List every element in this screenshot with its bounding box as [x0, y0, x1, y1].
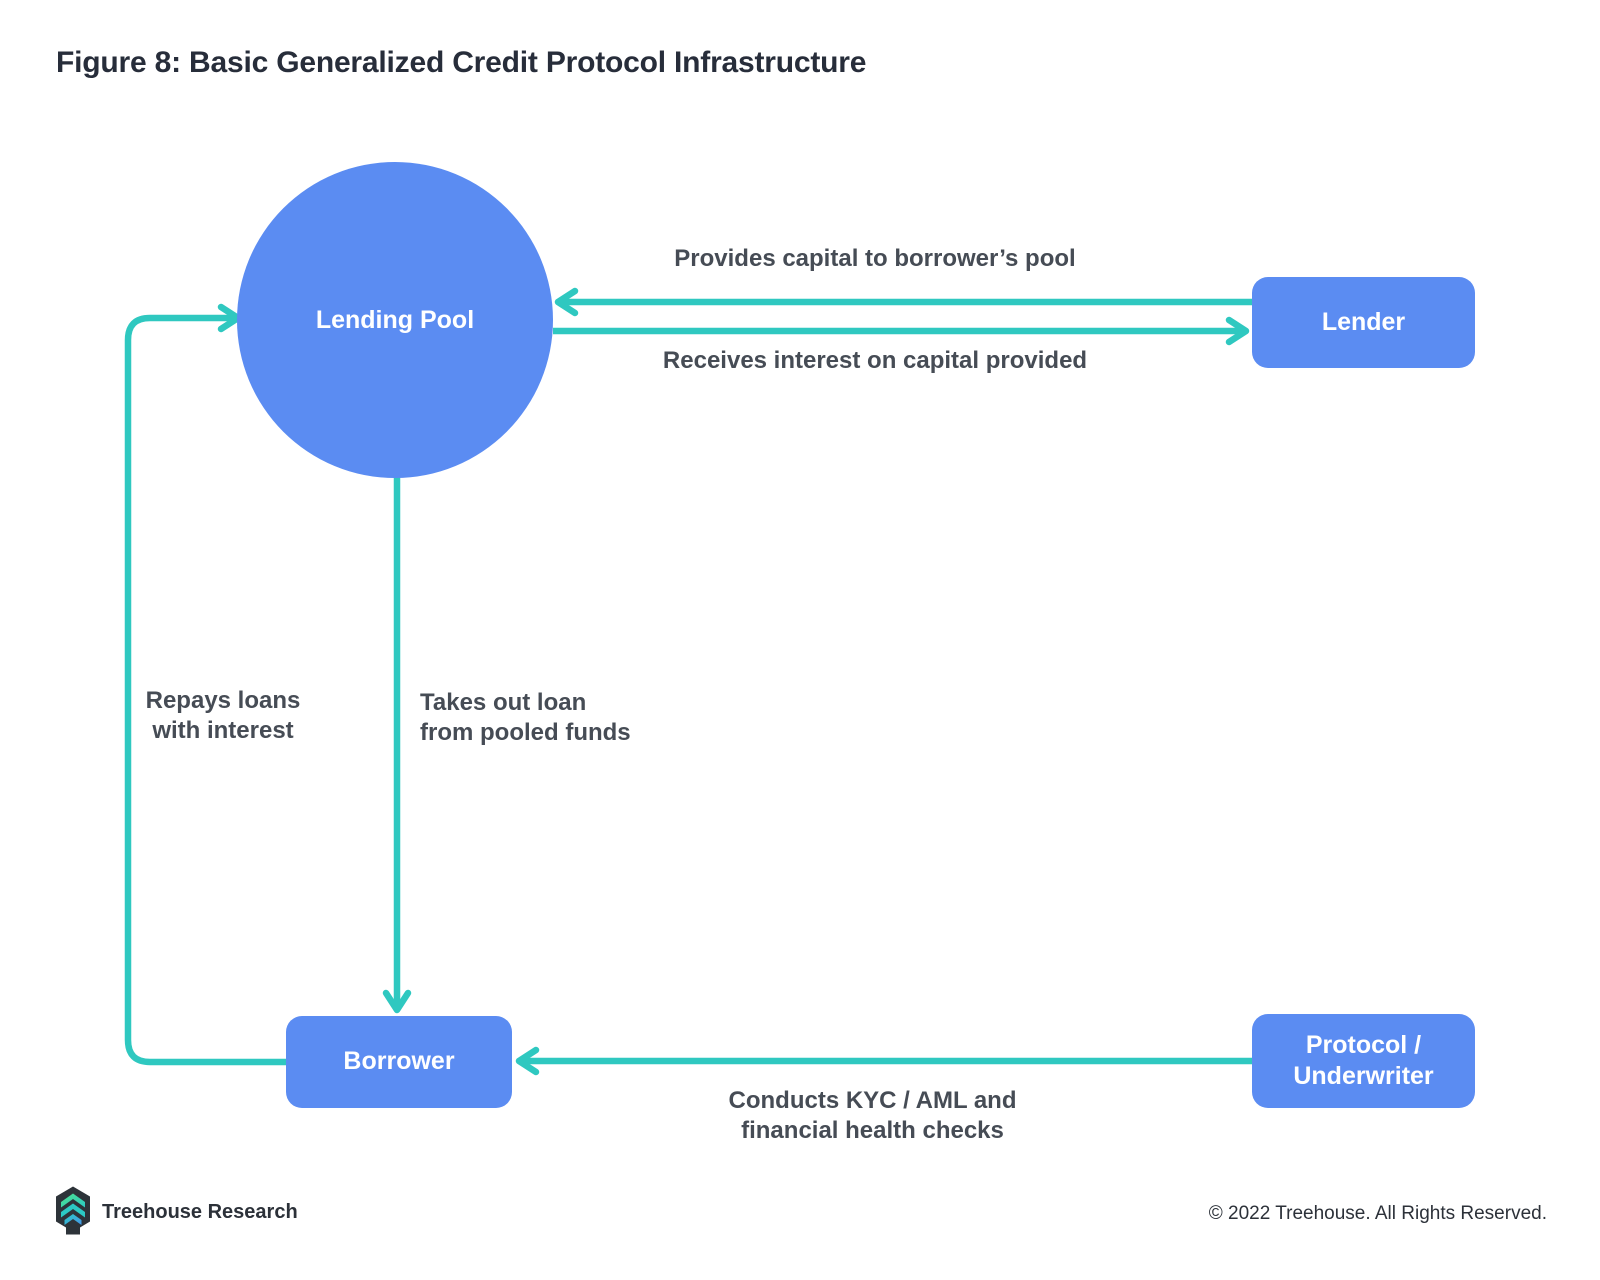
edge-label-provides-capital: Provides capital to borrower’s pool [674, 245, 1076, 272]
lender-node: Lender [1252, 277, 1475, 368]
edge-label-conducts-kyc: Conducts KYC / AML and financial health … [728, 1087, 1017, 1145]
treehouse-logo-icon [56, 1186, 90, 1235]
brand-name: Treehouse Research [102, 1201, 298, 1223]
edge-label-takes-out-loan: Takes out loan from pooled funds [420, 689, 631, 747]
borrower-node: Borrower [286, 1016, 512, 1108]
lender-label: Lender [1321, 307, 1406, 336]
edge-label-receives-interest: Receives interest on capital provided [662, 347, 1088, 374]
borrower-label: Borrower [343, 1047, 455, 1076]
copyright-text: © 2022 Treehouse. All Rights Reserved. [1208, 1203, 1547, 1224]
protocol-underwriter-node: Protocol / Underwriter [1252, 1014, 1475, 1108]
edge-label-repays-loans: Repays loans with interest [145, 687, 301, 745]
lending-pool-node: Lending Pool [237, 162, 553, 478]
figure-title: Figure 8: Basic Generalized Credit Proto… [56, 46, 867, 79]
lending-pool-label: Lending Pool [315, 305, 475, 334]
protocol-underwriter-label: Protocol / Underwriter [1293, 1030, 1434, 1090]
